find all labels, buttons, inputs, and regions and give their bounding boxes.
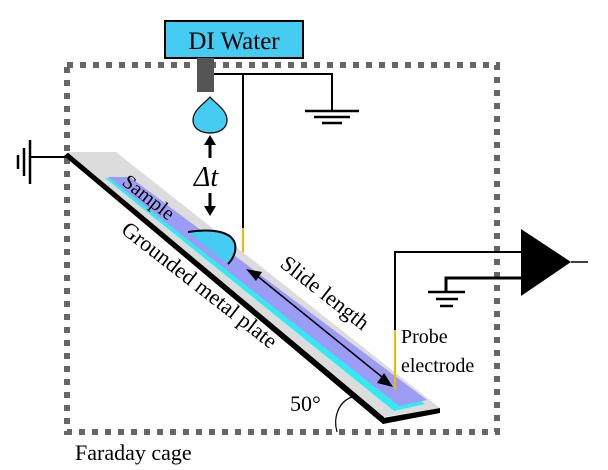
- sample-droplet-outline: [187, 229, 237, 265]
- ground-symbol-top: [305, 109, 359, 125]
- probe-electrode-wire: [394, 251, 528, 330]
- probe-label-line2: electrode: [401, 355, 474, 377]
- di-water-label: DI Water: [188, 28, 280, 55]
- delta-t-label: Δt: [193, 162, 219, 193]
- angle-arc: [335, 396, 353, 433]
- slide-length-arrow: [246, 269, 393, 387]
- water-droplet-icon: [192, 96, 228, 134]
- delta-t-arrows: [204, 135, 216, 216]
- probe-label-line1: Probe: [401, 326, 448, 348]
- amplifier-icon: [521, 229, 571, 296]
- faraday-cage-outline: [64, 62, 500, 435]
- amplifier-ground-wire: [444, 276, 528, 292]
- di-water-box: [164, 20, 304, 59]
- angle-label: 50°: [290, 391, 321, 416]
- faraday-cage-label: Faraday cage: [75, 440, 192, 465]
- nozzle: [197, 58, 214, 92]
- ground-symbol-left: [16, 140, 66, 184]
- sample-droplet: [188, 230, 236, 264]
- metal-plate-side: [64, 152, 384, 424]
- nozzle-ground-wire: [214, 73, 333, 111]
- ground-symbol-right: [428, 290, 465, 308]
